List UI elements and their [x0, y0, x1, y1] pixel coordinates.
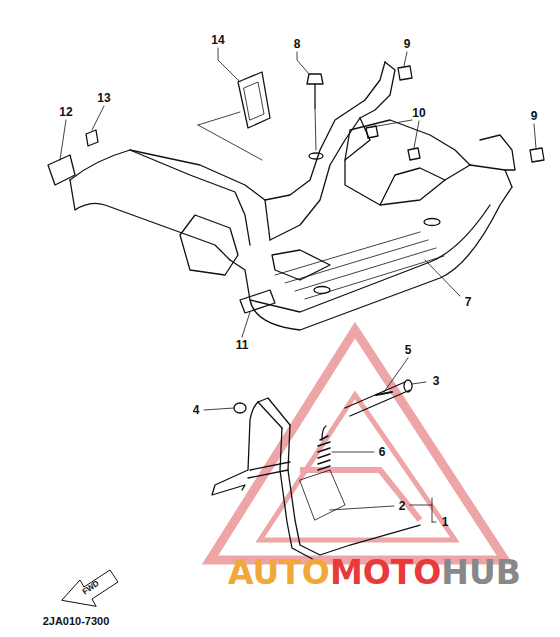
- callout-number: 7: [465, 296, 472, 308]
- callout-number: 13: [97, 92, 110, 104]
- callout-number: 9: [531, 110, 538, 122]
- watermark-text: MOTO: [330, 556, 441, 589]
- callout-number: 2: [399, 500, 406, 512]
- callout-number: 3: [433, 375, 440, 387]
- callout-number: 4: [193, 404, 200, 416]
- watermark-logo: [210, 330, 505, 560]
- watermark-text: AUTO: [228, 556, 330, 589]
- callout-number: 6: [379, 446, 386, 458]
- callout-number: 12: [59, 106, 72, 118]
- watermark-text: HUB: [441, 556, 521, 589]
- callout-number: 1: [442, 516, 449, 528]
- direction-arrow-text: FWD: [81, 579, 101, 596]
- callout-number: 10: [412, 107, 425, 119]
- callout-number: 14: [211, 34, 224, 46]
- callout-number: 9: [404, 38, 411, 50]
- callout-number: 8: [294, 38, 301, 50]
- callout-number: 5: [405, 344, 412, 356]
- callout-number: 11: [236, 339, 249, 351]
- figure-code: 2JA010-7300: [43, 616, 110, 627]
